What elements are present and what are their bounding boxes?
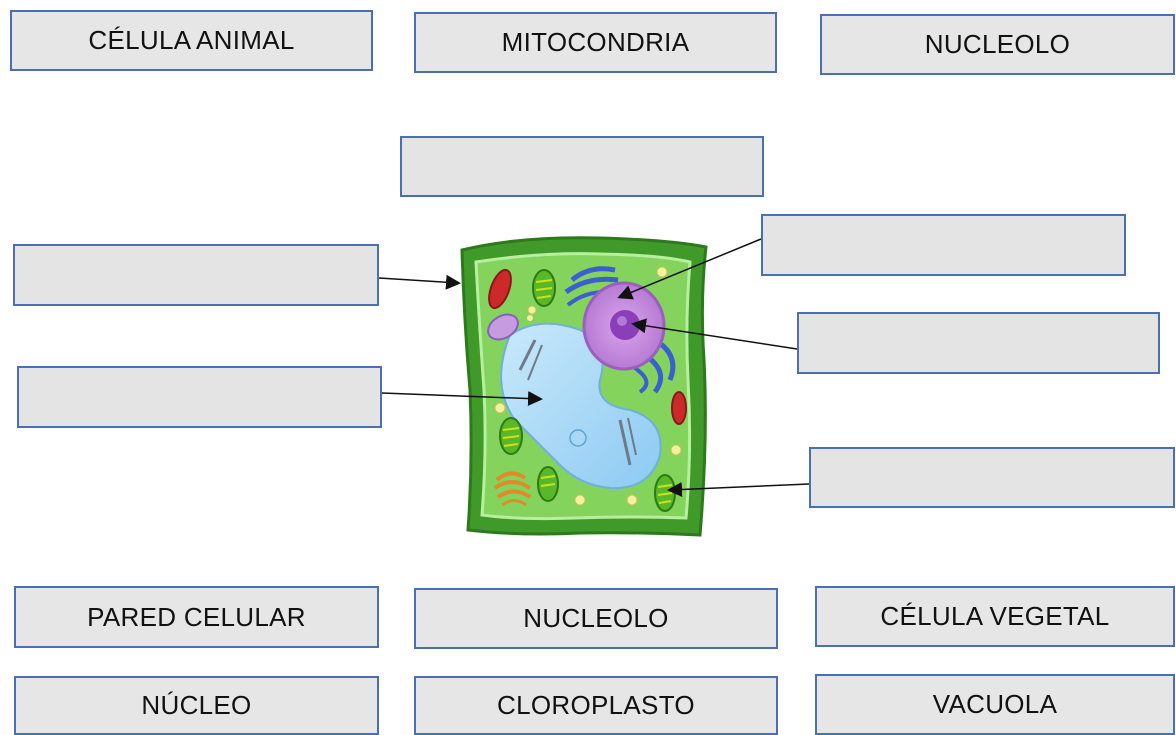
word-card-pared-celular[interactable]: PARED CELULAR: [14, 586, 379, 648]
word-card-nucleolo[interactable]: NUCLEOLO: [820, 14, 1175, 75]
answer-blank-title[interactable]: [400, 136, 764, 197]
word-card-vacuola[interactable]: VACUOLA: [815, 674, 1175, 735]
arrow-nucleus: [617, 238, 762, 300]
arrow-cell-wall: [378, 274, 461, 290]
word-card-nucleo[interactable]: NÚCLEO: [14, 676, 379, 735]
arrow-chloroplast: [667, 481, 810, 497]
arrow-nucleolus: [631, 318, 798, 350]
chloroplasts-group: [499, 269, 676, 512]
answer-blank-nucleolus[interactable]: [797, 312, 1160, 374]
answer-blank-vacuole[interactable]: [17, 366, 382, 428]
mitochondrion-red: [488, 268, 512, 310]
word-card-celula-vegetal[interactable]: CÉLULA VEGETAL: [815, 586, 1175, 647]
word-card-mitocondria[interactable]: MITOCONDRIA: [414, 12, 777, 73]
golgi-orange: [493, 471, 532, 507]
answer-blank-chloroplast[interactable]: [809, 447, 1175, 508]
arrow-vacuole: [381, 391, 543, 407]
word-card-nucleolo-2[interactable]: NUCLEOLO: [414, 588, 778, 649]
word-card-cloroplasto[interactable]: CLOROPLASTO: [414, 676, 778, 735]
answer-blank-cell-wall[interactable]: [13, 244, 379, 306]
answer-blank-nucleus[interactable]: [761, 214, 1126, 276]
word-card-celula-animal[interactable]: CÉLULA ANIMAL: [10, 10, 373, 71]
